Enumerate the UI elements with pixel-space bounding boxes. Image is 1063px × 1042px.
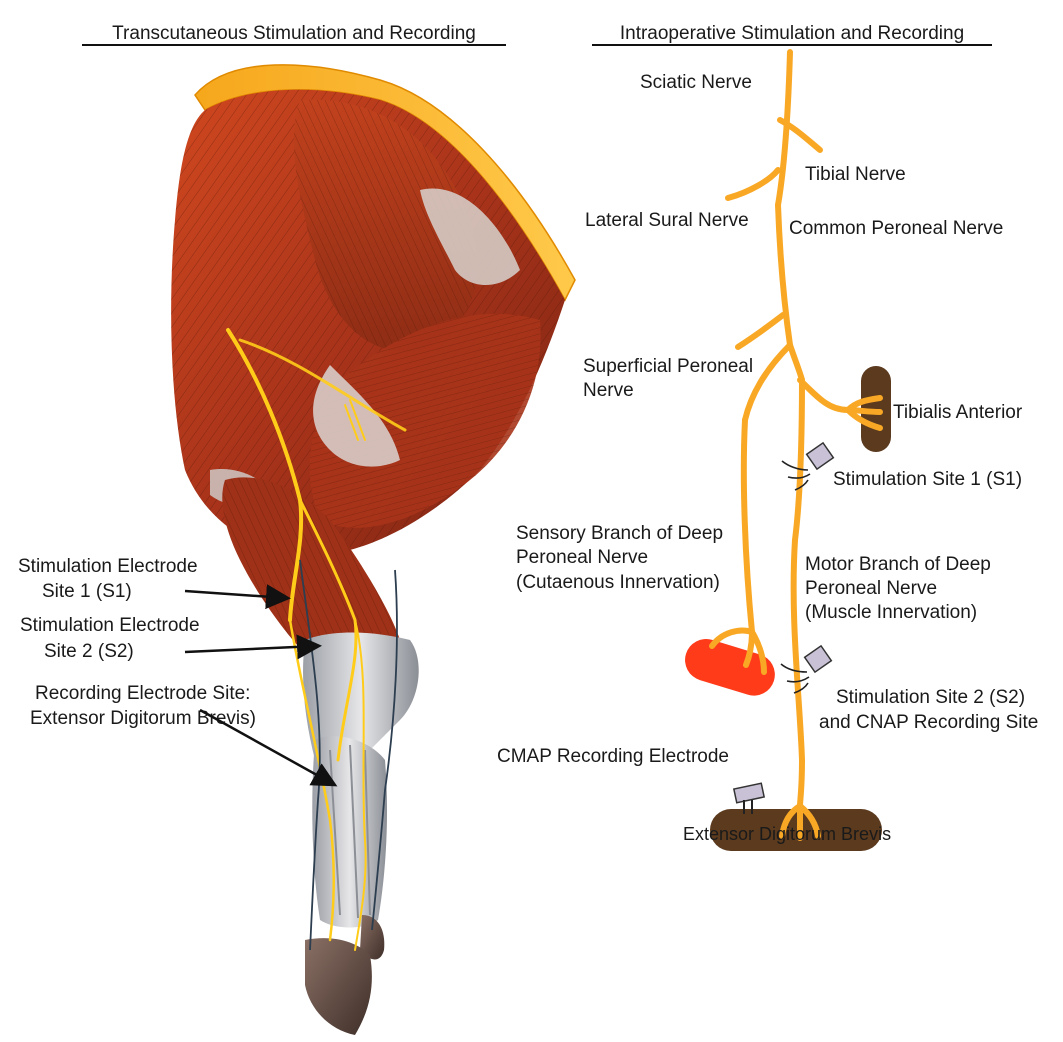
left-stim2-arrow — [185, 646, 317, 652]
left-rec-line1: Recording Electrode Site: — [35, 683, 250, 704]
label-motor-line3: (Muscle Innervation) — [805, 602, 977, 623]
label-superficial-line1: Superficial Peroneal — [583, 356, 753, 377]
label-sciatic-nerve: Sciatic Nerve — [640, 72, 752, 93]
left-rec-line2: Extensor Digitorum Brevis) — [30, 708, 256, 729]
stim-electrode-s1 — [782, 443, 833, 490]
left-stim1-line1: Stimulation Electrode — [18, 556, 198, 577]
left-stim2-line1: Stimulation Electrode — [20, 615, 200, 636]
label-tibial-nerve: Tibial Nerve — [805, 164, 906, 185]
label-superficial-peroneal: Superficial Peroneal Nerve — [583, 356, 753, 401]
label-tibialis-anterior: Tibialis Anterior — [893, 402, 1023, 423]
label-stim2-line1: Stimulation Site 2 (S2) — [836, 687, 1025, 708]
label-superficial-line2: Nerve — [583, 380, 634, 401]
stim-electrode-s2 — [781, 646, 831, 693]
label-cmap-electrode: CMAP Recording Electrode — [497, 746, 729, 767]
heading-left: Transcutaneous Stimulation and Recording — [82, 23, 506, 45]
label-motor-branch: Motor Branch of Deep Peroneal Nerve (Mus… — [805, 554, 991, 623]
heading-left-text: Transcutaneous Stimulation and Recording — [112, 23, 476, 44]
left-stim2-line2: Site 2 (S2) — [44, 641, 134, 662]
left-label-recording-site: Recording Electrode Site: Extensor Digit… — [30, 683, 333, 784]
label-motor-line2: Peroneal Nerve — [805, 578, 937, 599]
label-sensory-line3: (Cutaenous Innervation) — [516, 572, 720, 593]
label-stim2-line2: and CNAP Recording Site — [819, 712, 1038, 733]
label-edb: Extensor Digitorum Brevis — [683, 824, 891, 844]
label-sensory-line1: Sensory Branch of Deep — [516, 523, 723, 544]
heading-right: Intraoperative Stimulation and Recording — [592, 23, 992, 45]
label-common-peroneal-nerve: Common Peroneal Nerve — [789, 218, 1003, 239]
label-sensory-line2: Peroneal Nerve — [516, 547, 648, 568]
left-stim1-line2: Site 1 (S1) — [42, 581, 132, 602]
left-label-stim-site2: Stimulation Electrode Site 2 (S2) — [20, 615, 317, 662]
label-lateral-sural-nerve: Lateral Sural Nerve — [585, 210, 749, 231]
label-sensory-branch: Sensory Branch of Deep Peroneal Nerve (C… — [516, 523, 723, 593]
label-motor-line1: Motor Branch of Deep — [805, 554, 991, 575]
label-stim-site2: Stimulation Site 2 (S2) and CNAP Recordi… — [819, 687, 1038, 733]
hindlimb-illustration — [171, 65, 575, 1035]
hoof — [305, 938, 372, 1035]
heading-right-text: Intraoperative Stimulation and Recording — [620, 23, 964, 44]
label-stim-site1: Stimulation Site 1 (S1) — [833, 469, 1022, 490]
